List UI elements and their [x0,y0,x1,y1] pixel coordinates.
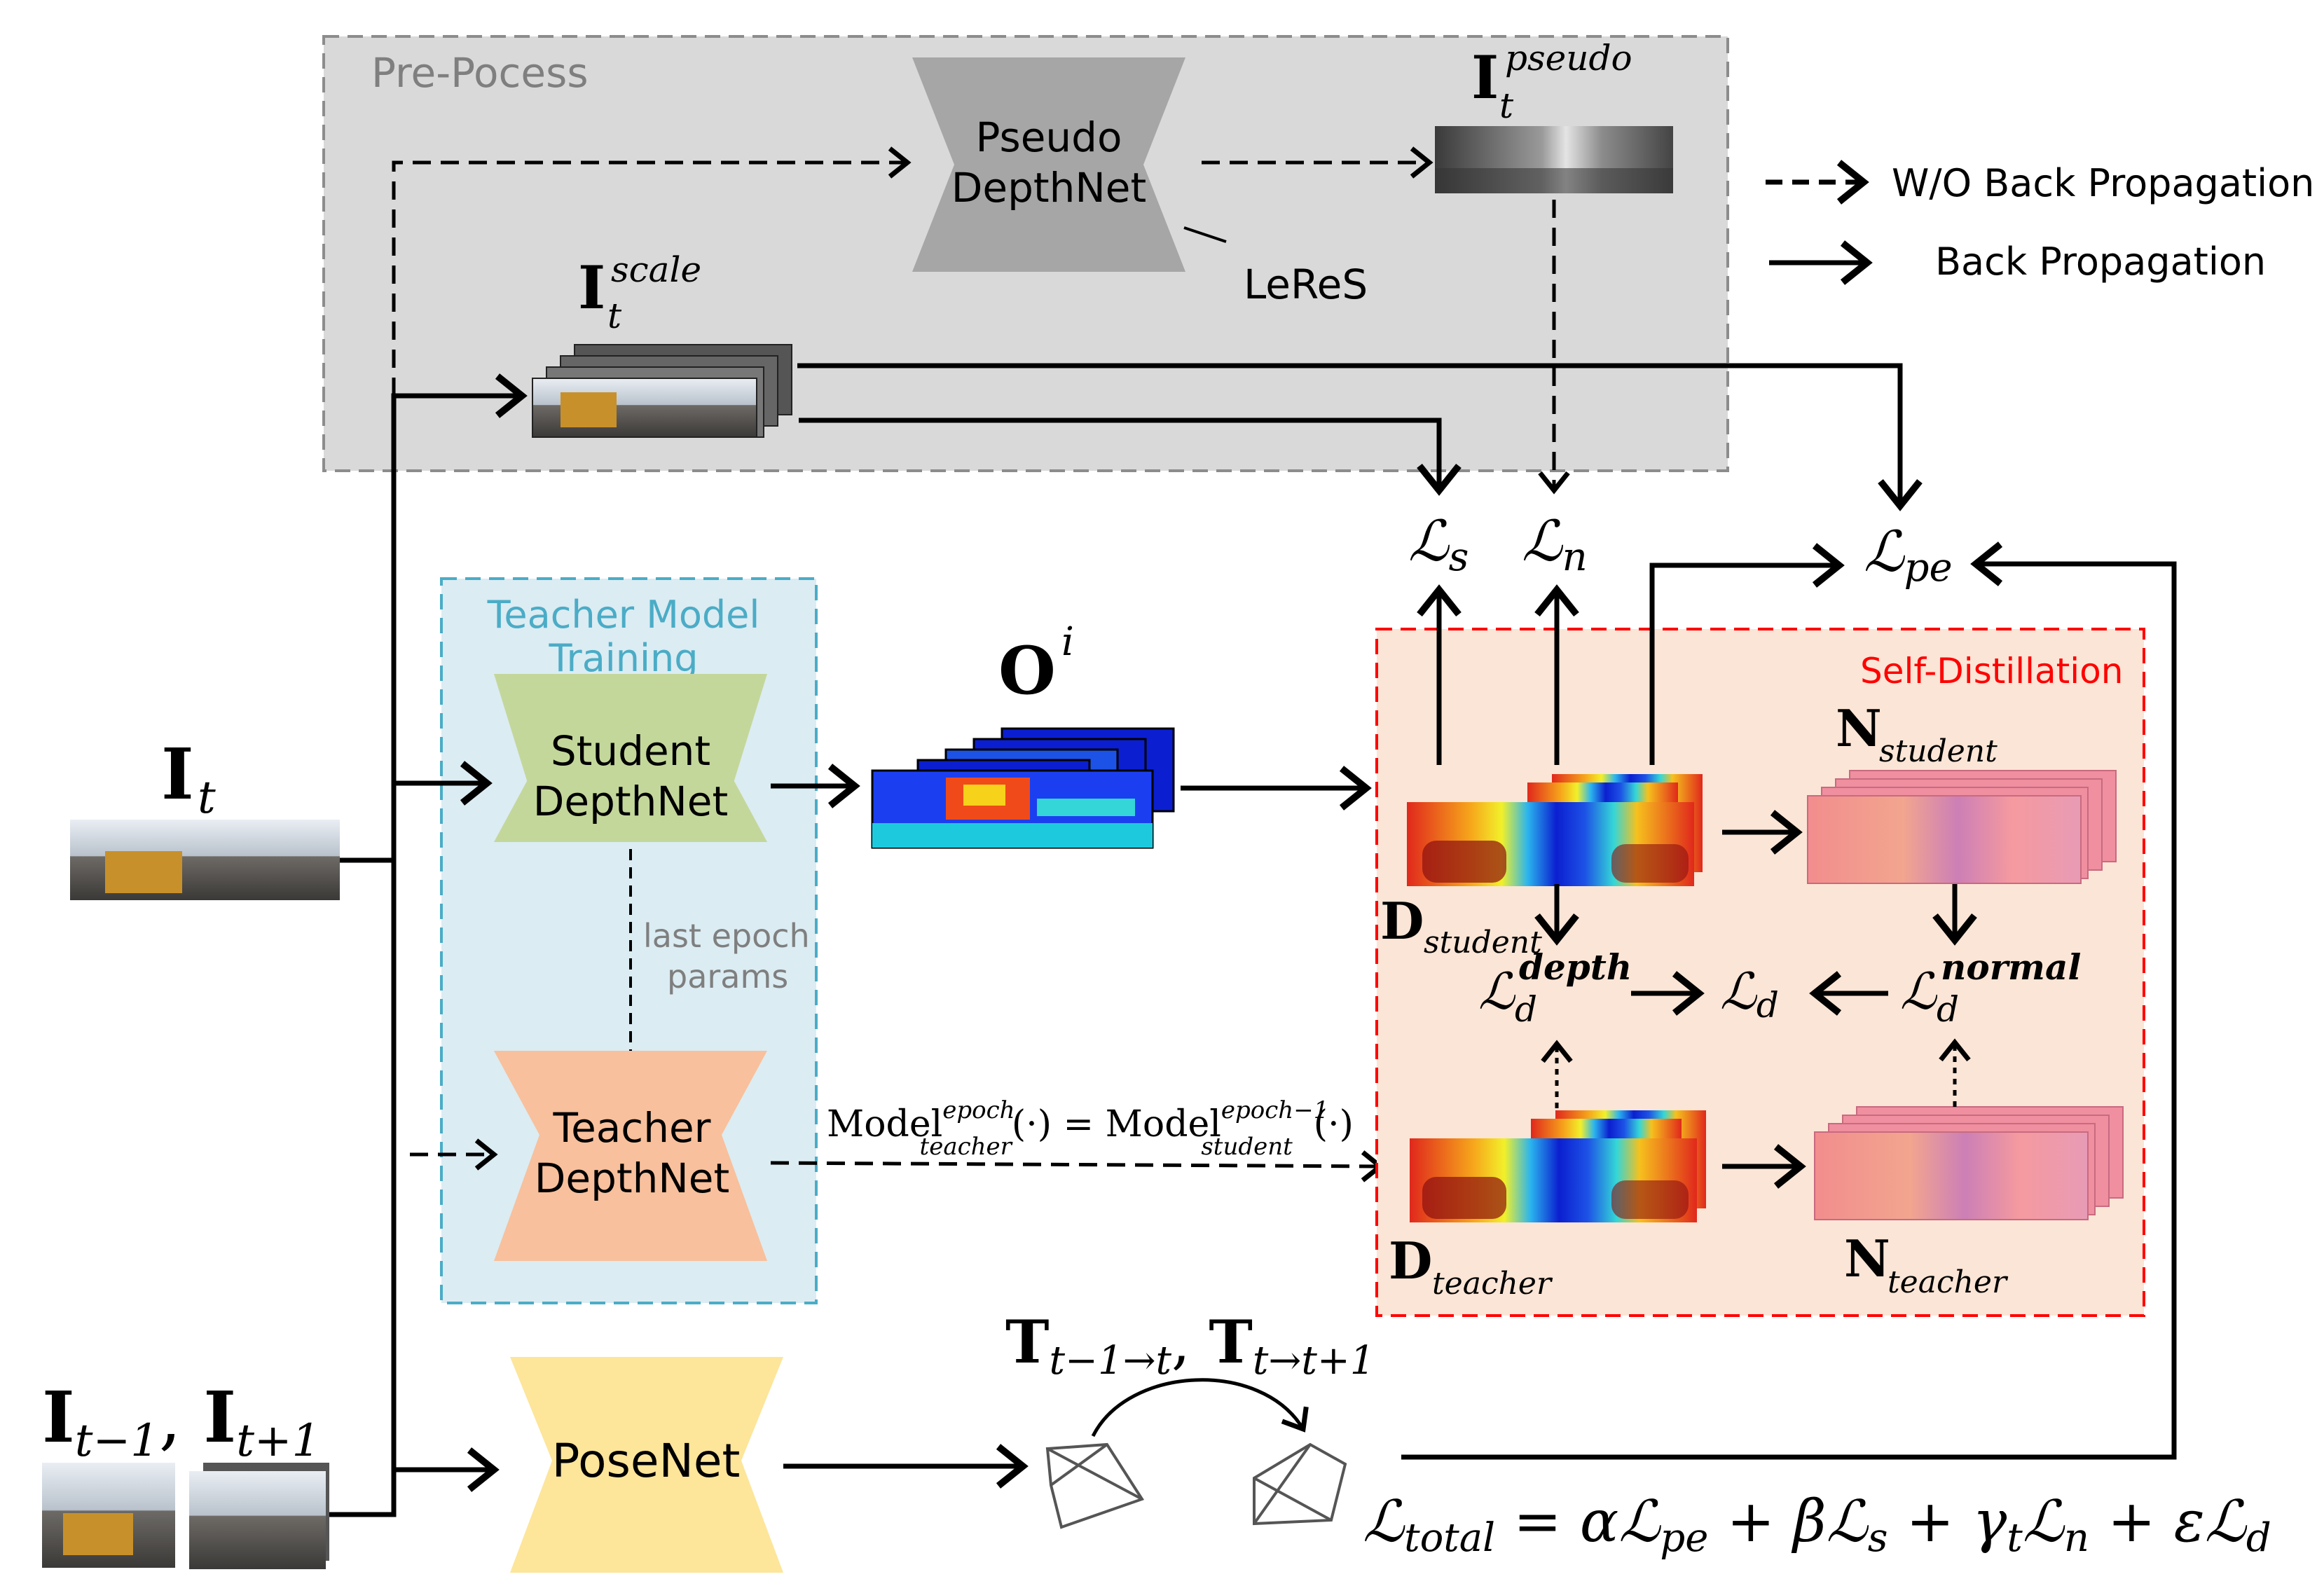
oi-symbol: O [998,633,1056,710]
teacher-training-title-1: Teacher Model [487,593,760,637]
pose-transform-label: Tt−1→t, Tt→t+1 [1005,1307,1375,1384]
student-depthnet-shape [494,674,767,842]
scale-sub: t [607,296,622,336]
input-image-it-car [105,851,182,893]
camera-pose-2 [1253,1442,1347,1526]
n-student-symbol: N [1836,698,1882,758]
ld-depth-term: ℒ [1478,962,1516,1021]
it-symbol: I [161,733,194,815]
teacher-to-dteacher-arrow [770,1150,1384,1182]
d-student-sub: student [1424,925,1542,960]
legend-solid-label: Back Propagation [1935,240,2266,284]
pseudo-input-arrow [392,146,912,396]
leres-pointer [1183,226,1227,243]
posenet-label: PoseNet [552,1434,741,1488]
d-teacher-stack [1410,1110,1706,1222]
ld-depth-super: depth [1519,946,1632,988]
camera-pose-1 [1045,1442,1145,1529]
legend-dashed-label: W/O Back Propagation [1892,161,2314,205]
ld-depth-sub: d [1515,989,1537,1030]
scale-super: scale [611,249,701,290]
scale-symbol: I [578,253,605,322]
d-teacher-symbol: D [1389,1231,1432,1290]
oi-super: i [1061,619,1074,665]
output-oi-stack [871,727,1175,849]
pseudo-depthnet-label-1: Pseudo [976,113,1122,161]
pseudo-depth-sub: t [1499,85,1514,126]
student-depthnet-label-1: Student [551,727,710,775]
teacher-depthnet-label-1: Teacher [553,1104,711,1152]
input-connectors [329,373,528,1517]
scale-to-lpe-arrow [797,363,1923,511]
n-student-stack [1807,770,2117,884]
pseudo-depth-super: pseudo [1505,38,1632,78]
leres-label: LeReS [1244,261,1368,308]
lpe-term: ℒpe [1864,519,1953,591]
pose-transform-arc [1091,1378,1309,1437]
dstudent-to-lpe-arrow [1649,543,1845,765]
n-teacher-sub: teacher [1888,1264,2009,1300]
ld-normal-super: normal [1941,946,2081,988]
teacher-training-title-2: Training [548,636,698,680]
total-loss-equation: ℒtotal = αℒpe + βℒs + γtℒn + εℒd [1363,1489,2271,1561]
scale-image-stack [532,344,792,438]
teacher-depthnet-block [494,1051,767,1261]
ld-term: ℒd [1720,962,1779,1026]
n-teacher-symbol: N [1844,1229,1890,1288]
input-image-neighbors [42,1463,329,1569]
last-epoch-label-2: params [667,958,788,995]
n-teacher-stack [1814,1106,2124,1220]
posenet-block [510,1357,783,1573]
teacher-depthnet-label-2: DepthNet [535,1154,729,1202]
ld-normal-term: ℒ [1900,962,1938,1021]
n-student-sub: student [1879,733,1998,769]
ls-term: ℒs [1408,509,1469,580]
last-epoch-label-1: last epoch [643,917,810,955]
d-teacher-sub: teacher [1432,1266,1553,1302]
ld-normal-sub: d [1937,989,1959,1030]
pseudo-depth-shade [1435,168,1673,193]
preprocess-label: Pre-Pocess [371,49,589,97]
ln-term: ℒn [1522,509,1588,580]
self-distillation-label: Self-Distillation [1860,651,2123,691]
neighbor-frames-label: It−1, It+1 [42,1376,320,1467]
pseudo-depth-symbol: I [1471,43,1499,112]
pseudo-depthnet-block [912,57,1185,272]
scale-to-ls-arrow [799,418,1462,496]
d-student-symbol: D [1380,891,1424,951]
pose-to-lpe-arrow [1401,542,2177,1460]
student-depthnet-label-2: DepthNet [533,778,728,825]
d-student-stack [1407,774,1703,886]
it-sub: t [198,772,216,824]
pseudo-depthnet-label-2: DepthNet [951,164,1146,212]
